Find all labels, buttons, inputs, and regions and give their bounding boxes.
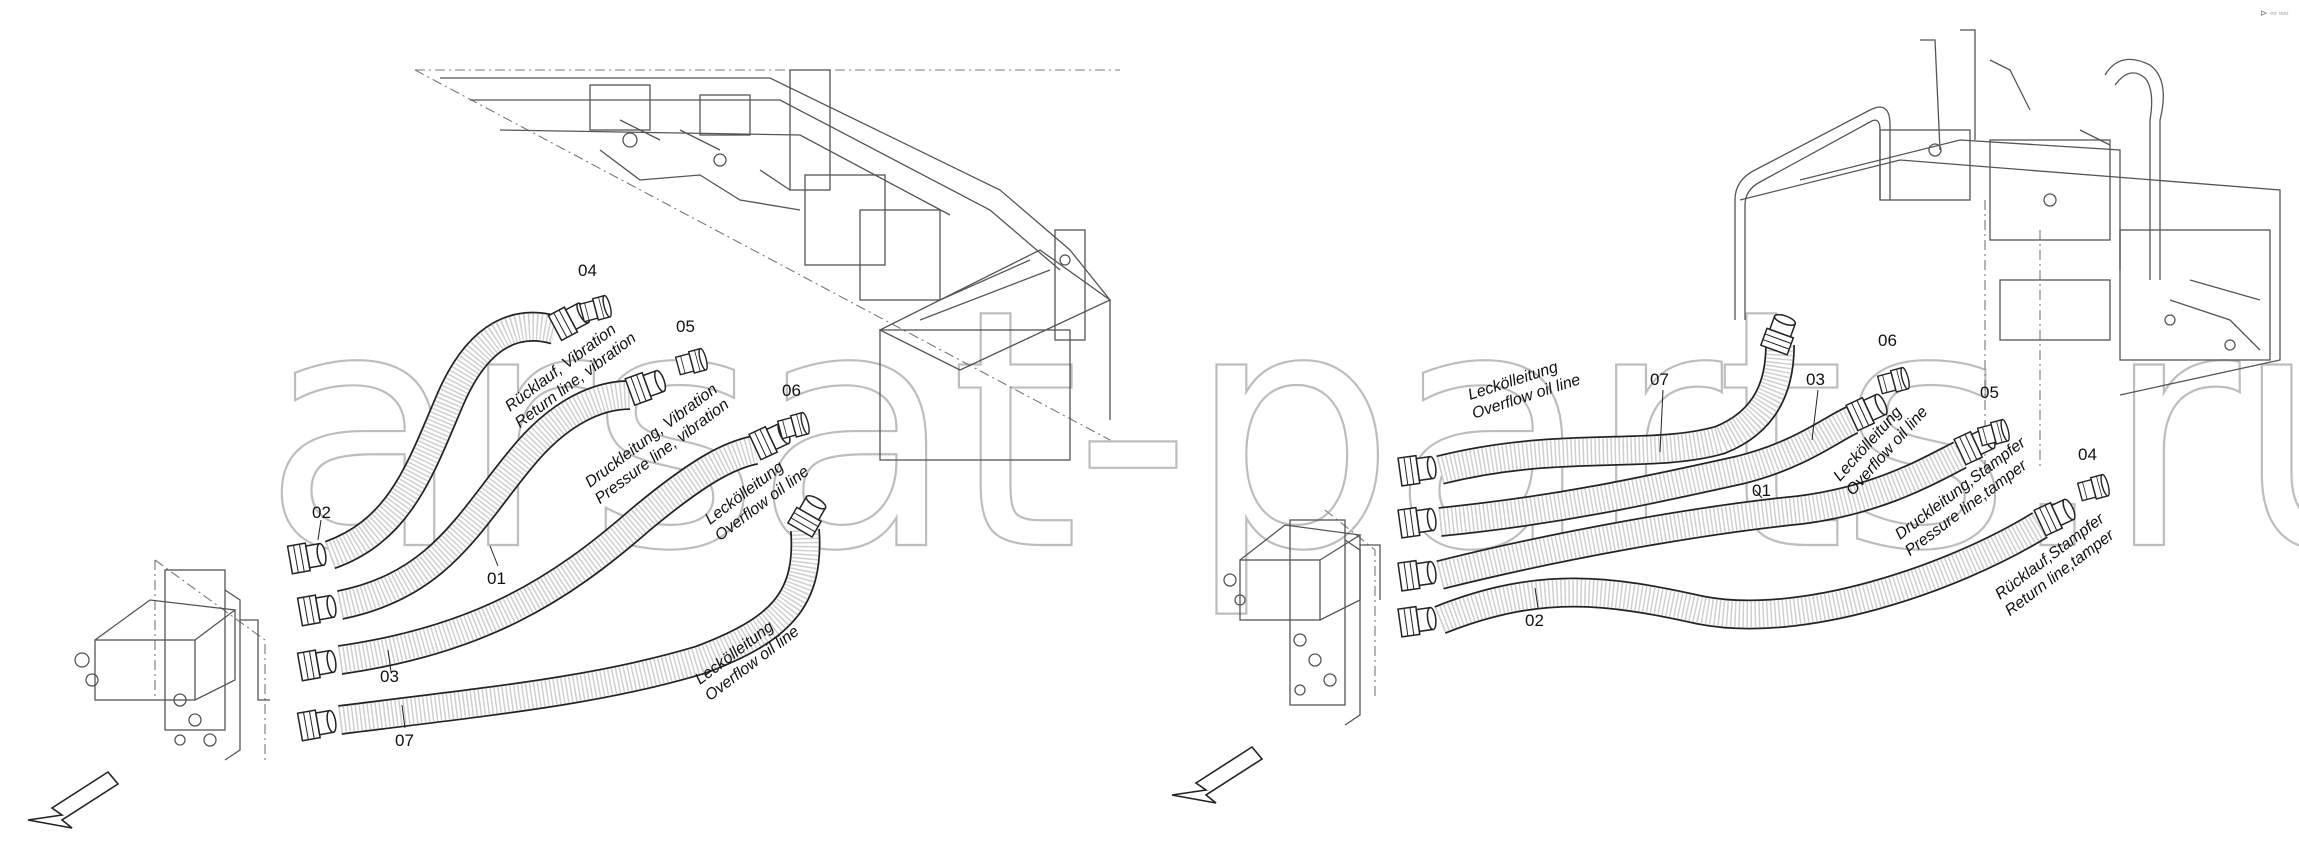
right-leader-lines [1534, 389, 1819, 609]
left-direction-arrow [27, 771, 119, 829]
left-hose-01 [296, 365, 670, 627]
left-part-07: 07 [395, 731, 414, 750]
left-part-04: 04 [578, 261, 597, 280]
right-direction-arrow [1171, 746, 1263, 804]
left-valve-block [74, 559, 270, 761]
right-hose-02 [1397, 494, 2080, 638]
left-part-02: 02 [312, 503, 331, 522]
right-part-01: 01 [1752, 481, 1771, 500]
left-part-05: 05 [676, 317, 695, 336]
left-part-06: 06 [782, 381, 801, 400]
right-hose-07 [1397, 310, 1801, 487]
right-hose-01 [1397, 423, 2000, 592]
right-part-03: 03 [1806, 370, 1825, 389]
right-valve-block [1223, 509, 1381, 726]
right-hose-03 [1397, 389, 1892, 539]
right-part-02: 02 [1525, 611, 1544, 630]
right-part-05: 05 [1980, 383, 1999, 402]
right-part-numbers: 07 03 06 05 04 01 02 [1525, 331, 2097, 630]
left-part-numbers: 04 05 06 02 01 03 07 [312, 261, 801, 750]
corner-mark: ⊳ ◦▫ ▫▫▫ [2260, 8, 2289, 18]
left-hose-02 [286, 297, 595, 575]
left-machine-frame [414, 69, 1120, 461]
right-machine-frame [1734, 29, 2281, 470]
left-part-01: 01 [487, 569, 506, 588]
right-part-07: 07 [1650, 370, 1669, 389]
left-part-03: 03 [380, 667, 399, 686]
left-leader-lines [317, 519, 499, 729]
left-hose-03 [296, 418, 795, 682]
right-part-04: 04 [2078, 445, 2097, 464]
right-part-06: 06 [1878, 331, 1897, 350]
left-hose-07 [296, 491, 831, 742]
